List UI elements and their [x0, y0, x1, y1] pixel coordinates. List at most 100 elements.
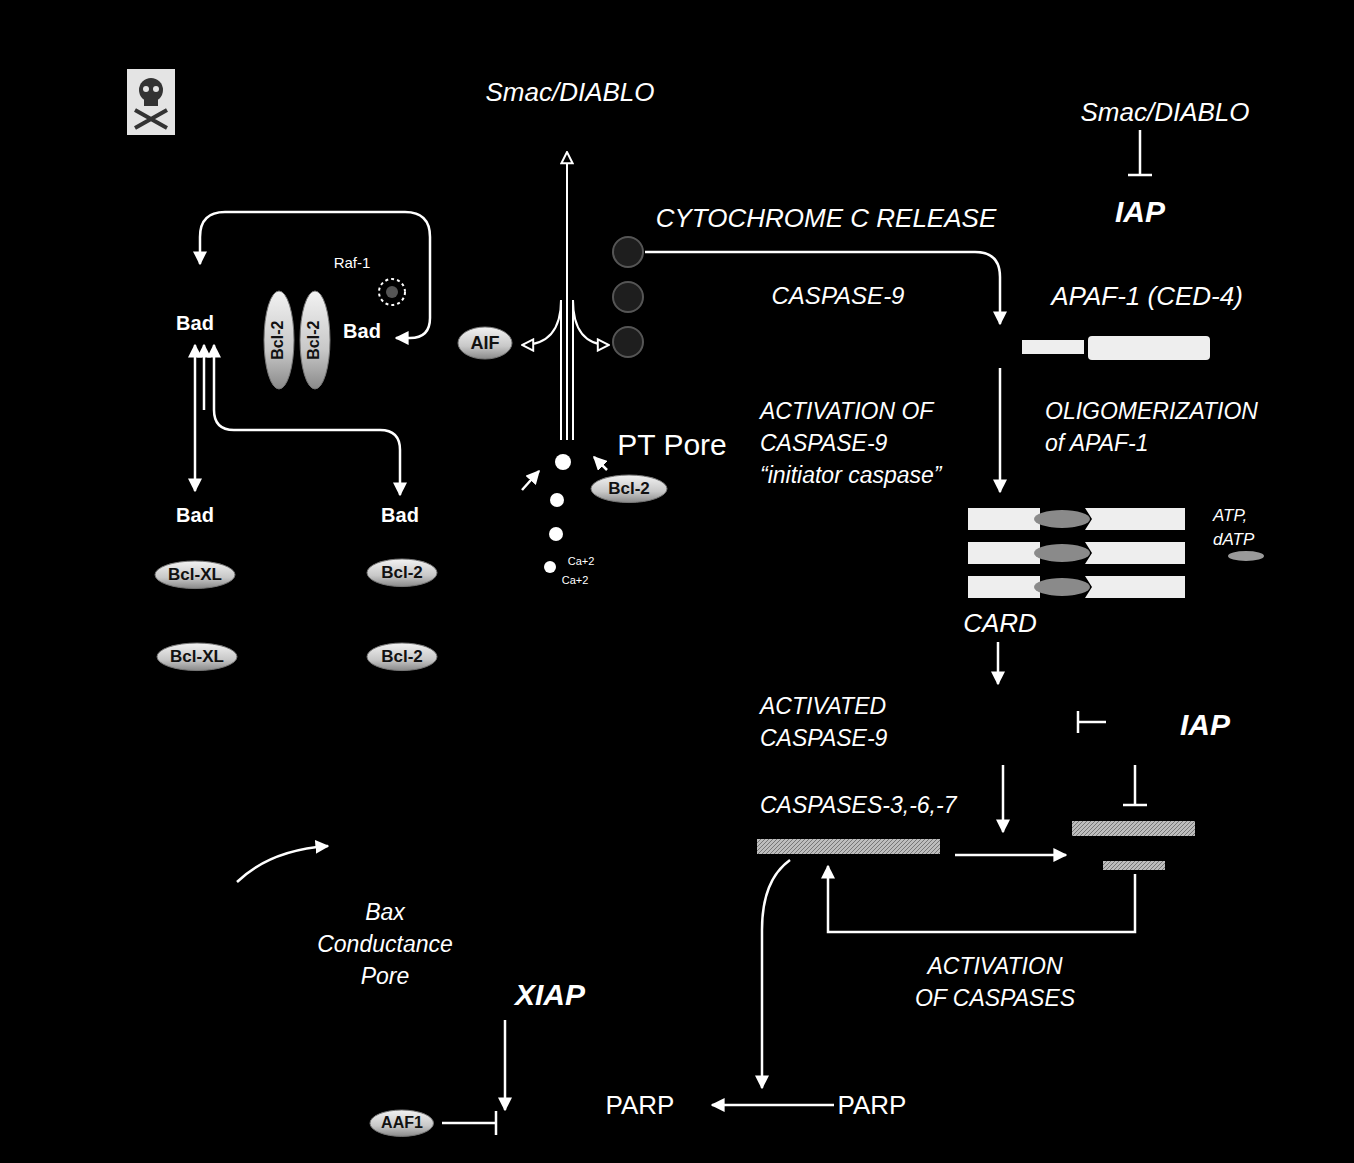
protein-domain — [968, 542, 1040, 564]
toxin-icon — [127, 69, 175, 135]
process-label: ACTIVATION OF CASPASES — [910, 950, 1080, 1014]
protein-oval-shape — [591, 475, 667, 503]
pore-channel — [572, 300, 574, 440]
protein-oval-shape — [367, 643, 437, 671]
cleavage-arrow — [712, 1104, 834, 1107]
protein-oval-shape — [155, 561, 235, 589]
kinase-label: Raf-1 — [334, 252, 371, 273]
exchange-arrow — [203, 345, 206, 410]
protein-oval-shape — [370, 1110, 433, 1136]
cytochrome-dot — [613, 237, 643, 267]
protein-oval: AAF1 — [369, 1109, 434, 1137]
release-arrow — [645, 252, 1000, 324]
inhibition-line — [1078, 711, 1106, 733]
process-label: OLIGOMERIZATION of APAF-1 — [1045, 395, 1273, 459]
protein-label: Bad — [176, 309, 214, 337]
icon-frame — [127, 69, 175, 135]
structure-label: Bax Conductance Pore — [313, 896, 458, 993]
protein-domain — [968, 576, 1040, 598]
pore-closing-arrow — [594, 457, 607, 470]
feedback-arrow — [828, 866, 1135, 932]
protein-label: Bad — [176, 501, 214, 529]
protein-name: Bcl-2 — [306, 320, 324, 359]
protein-name: Bcl-XL — [170, 647, 224, 667]
crossbones-symbol — [135, 110, 167, 128]
inhibition-line — [1123, 765, 1147, 805]
pathway-arrow — [504, 1020, 507, 1110]
molecule-label: IAP — [1115, 191, 1165, 233]
domain-label: CARD — [963, 605, 1037, 641]
protein-domain — [1088, 336, 1210, 360]
kinase-core — [386, 286, 398, 298]
process-label: CYTOCHROME C RELEASE — [656, 200, 996, 236]
molecule-label: Smac/DIABLO — [485, 74, 654, 110]
protein-oval: Bcl-2 — [366, 558, 438, 588]
skull-eye — [153, 86, 159, 92]
substrate-label: PARP — [838, 1087, 907, 1123]
caspase-oval — [1034, 544, 1090, 562]
cofactor-label: ATP, dATP — [1213, 504, 1265, 552]
release-arrow — [522, 300, 561, 345]
caspase-oval — [1034, 510, 1090, 528]
protein-oval: Bcl-2 — [590, 474, 668, 504]
kinase-symbol — [379, 279, 405, 305]
ion-label: Ca+2 — [568, 554, 595, 569]
exchange-arrow — [194, 345, 197, 491]
protein-oval: Bcl-2 — [299, 290, 331, 390]
cytochrome-dot — [613, 327, 643, 357]
pathway-arrow — [1002, 765, 1005, 832]
apoptosome-symbol — [968, 508, 1185, 598]
protein-oval-shape — [458, 327, 512, 359]
protein-oval: Bcl-XL — [154, 560, 236, 590]
protein-name: AAF1 — [381, 1114, 423, 1132]
protein-label: Bad — [381, 501, 419, 529]
protein-name: AIF — [471, 333, 500, 354]
calcium-dot — [544, 561, 556, 573]
ion-label: Ca+2 — [562, 573, 589, 588]
inhibition-line — [442, 1111, 496, 1135]
structure-label: PT Pore — [617, 424, 727, 466]
molecule-label: APAF-1 (CED-4) — [1051, 278, 1243, 314]
protein-domain — [1085, 576, 1185, 598]
process-label: ACTIVATED CASPASE-9 — [760, 690, 930, 754]
process-label: ACTIVATION OF CASPASE-9 “initiator caspa… — [760, 395, 960, 492]
molecule-label: IAP — [1180, 704, 1230, 746]
pore-opening-arrow — [522, 471, 539, 490]
calcium-dot — [550, 493, 564, 507]
pathway-arrow — [237, 846, 328, 882]
substrate-label: PARP — [606, 1087, 675, 1123]
calcium-dot — [549, 527, 563, 541]
pore-channel — [560, 300, 562, 440]
caspase-bar — [1072, 821, 1195, 836]
nucleotide-oval — [1228, 551, 1264, 561]
protein-oval-shape — [300, 291, 330, 389]
protein-name: Bcl-2 — [381, 647, 423, 667]
pathway-arrow — [999, 368, 1002, 492]
release-arrow — [573, 300, 609, 345]
protein-name: Bcl-2 — [381, 563, 423, 583]
protein-domain — [1085, 542, 1185, 564]
molecule-label: Smac/DIABLO — [1080, 94, 1249, 130]
cytochrome-dot — [613, 282, 643, 312]
protein-label: Bad — [343, 317, 381, 345]
protein-oval: Bcl-XL — [156, 642, 238, 672]
cleavage-arrow — [762, 860, 790, 1088]
protein-oval-shape — [157, 643, 237, 671]
protein-name: Bcl-XL — [168, 565, 222, 585]
molecule-label: XIAP — [515, 974, 585, 1016]
protein-domain — [1022, 340, 1084, 354]
protein-name: Bcl-2 — [270, 320, 288, 359]
protein-oval: AIF — [457, 326, 513, 360]
skull-jaw — [144, 98, 158, 106]
caspase-oval — [1034, 578, 1090, 596]
protein-oval-shape — [367, 559, 437, 587]
molecule-label: CASPASE-9 — [772, 279, 905, 313]
molecule-label: CASPASES-3,-6,-7 — [760, 789, 956, 821]
protein-domain — [1085, 508, 1185, 530]
protein-oval: Bcl-2 — [263, 290, 295, 390]
protein-name: Bcl-2 — [608, 479, 650, 499]
protein-oval: Bcl-2 — [366, 642, 438, 672]
release-arrow — [566, 152, 568, 440]
inhibition-line — [1128, 130, 1152, 175]
